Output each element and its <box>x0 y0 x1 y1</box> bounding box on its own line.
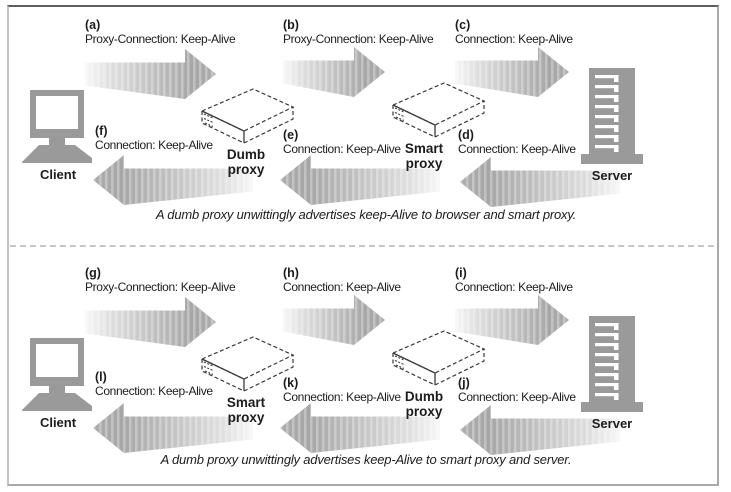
message-header: Connection: Keep-Alive <box>283 280 401 294</box>
message-header: Connection: Keep-Alive <box>455 32 573 46</box>
message-e: (e) Connection: Keep-Alive <box>283 129 401 156</box>
message-header: Connection: Keep-Alive <box>95 138 213 152</box>
message-h: (h) Connection: Keep-Alive <box>283 267 401 294</box>
server-tower-icon <box>581 68 643 164</box>
message-b: (b) Proxy-Connection: Keep-Alive <box>283 18 434 46</box>
message-header: Connection: Keep-Alive <box>458 142 576 156</box>
message-f: (f) Connection: Keep-Alive <box>95 125 213 152</box>
message-tag: (b) <box>283 18 299 32</box>
monitor-screen <box>36 96 78 129</box>
message-header: Connection: Keep-Alive <box>95 384 213 398</box>
smart-proxy-box-icon <box>391 82 486 138</box>
message-j: (j) Connection: Keep-Alive <box>458 377 576 404</box>
server-label: Server <box>591 416 633 431</box>
message-tag: (g) <box>85 266 101 280</box>
smart-proxy-box-icon <box>200 336 295 392</box>
message-a: (a) Proxy-Connection: Keep-Alive <box>85 18 236 46</box>
dumb-proxy-label: Dumb proxy <box>404 389 444 419</box>
message-i: (i) Connection: Keep-Alive <box>455 267 573 294</box>
dumb-proxy-box-icon <box>200 88 295 144</box>
message-tag: (h) <box>283 266 299 280</box>
message-d: (d) Connection: Keep-Alive <box>458 129 576 156</box>
message-header: Connection: Keep-Alive <box>283 390 401 404</box>
message-tag: (a) <box>85 18 101 32</box>
message-k: (k) Connection: Keep-Alive <box>283 377 401 404</box>
server-label: Server <box>591 168 633 183</box>
message-tag: (d) <box>458 128 474 142</box>
message-header: Connection: Keep-Alive <box>283 142 401 156</box>
message-tag: (c) <box>455 18 471 32</box>
message-header: Proxy-Connection: Keep-Alive <box>85 280 236 294</box>
message-c: (c) Connection: Keep-Alive <box>455 19 573 46</box>
panel-divider <box>10 245 714 247</box>
monitor-screen <box>36 344 78 377</box>
message-tag: (l) <box>95 370 107 384</box>
client-computer-icon <box>22 90 92 163</box>
message-tag: (j) <box>458 376 470 390</box>
panel-caption: A dumb proxy unwittingly advertises keep… <box>160 452 572 467</box>
message-l: (l) Connection: Keep-Alive <box>95 371 213 398</box>
client-label: Client <box>39 415 77 430</box>
message-header: Connection: Keep-Alive <box>455 280 573 294</box>
client-label: Client <box>39 167 77 182</box>
arrow-h-right <box>283 295 385 345</box>
smart-proxy-label: Smart proxy <box>404 141 444 171</box>
message-tag: (k) <box>283 376 299 390</box>
message-header: Connection: Keep-Alive <box>458 390 576 404</box>
message-header: Proxy-Connection: Keep-Alive <box>283 32 434 46</box>
server-tower-icon <box>581 316 643 412</box>
message-tag: (f) <box>95 124 108 138</box>
dumb-proxy-label: Dumb proxy <box>226 147 266 177</box>
message-tag: (i) <box>455 266 467 280</box>
dumb-proxy-box-icon <box>391 330 486 386</box>
smart-proxy-label: Smart proxy <box>226 395 266 425</box>
client-computer-icon <box>22 338 92 411</box>
message-header: Proxy-Connection: Keep-Alive <box>85 32 236 46</box>
message-g: (g) Proxy-Connection: Keep-Alive <box>85 266 236 294</box>
message-tag: (e) <box>283 128 299 142</box>
diagram-frame <box>7 5 719 486</box>
panel-caption: A dumb proxy unwittingly advertises keep… <box>155 207 577 222</box>
